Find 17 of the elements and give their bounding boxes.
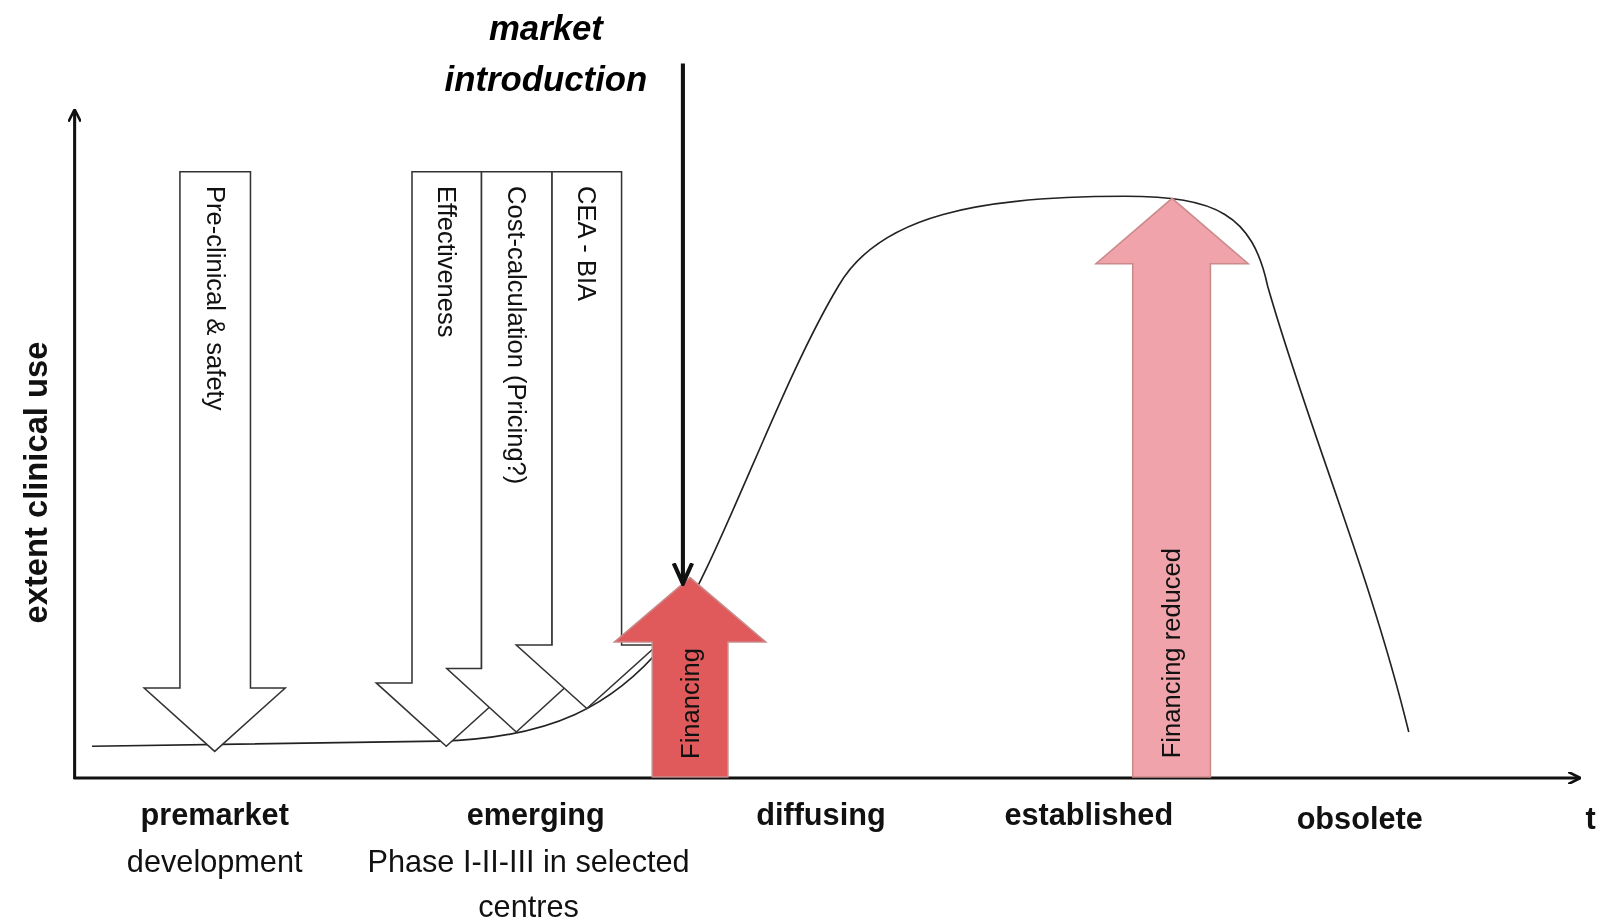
- arrow-label: Financing reduced: [1157, 548, 1186, 759]
- arrow-label: Effectiveness: [432, 186, 461, 338]
- arrow-label: Cost-calculation (Pricing?): [502, 186, 531, 485]
- arrow-label: CEA - BIA: [572, 186, 601, 302]
- axis-title: t: [1585, 800, 1596, 838]
- phase-description: Phase I-II-III in selected centres: [366, 843, 691, 921]
- arrow: [671, 63, 695, 586]
- phase-label: emerging: [466, 796, 605, 834]
- phase-label: diffusing: [756, 796, 886, 834]
- arrow-label: Pre-clinical & safety: [201, 186, 230, 411]
- phase-description: development: [126, 843, 303, 881]
- axis-title: extent clinical use: [16, 341, 56, 624]
- market-introduction-label: market introduction: [443, 7, 649, 101]
- phase-label: obsolete: [1296, 800, 1423, 838]
- phase-label: premarket: [140, 796, 289, 834]
- phase-label: established: [1004, 796, 1174, 834]
- arrow-label: Financing: [676, 647, 705, 759]
